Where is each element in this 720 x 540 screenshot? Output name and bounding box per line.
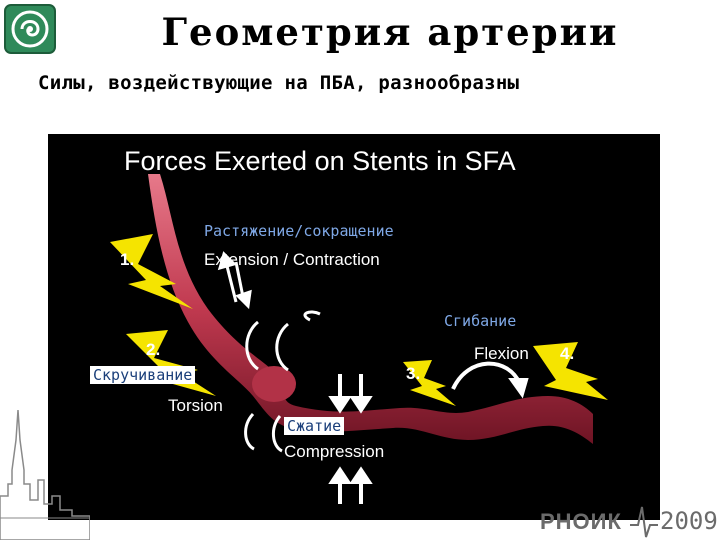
- city-skyline-icon: [0, 409, 90, 540]
- page-subtitle: Силы, воздействующие на ПБА, разнообразн…: [38, 72, 520, 94]
- artery-illustration: [110, 174, 608, 504]
- force-1-label-ru: Растяжение/сокращение: [204, 222, 394, 240]
- flexion-arrow-icon: [451, 361, 529, 399]
- force-2-label-en: Torsion: [168, 396, 223, 415]
- torsion-knot: [252, 366, 296, 402]
- page-title: Геометрия артерии: [161, 10, 619, 54]
- force-2-number: 2.: [146, 340, 161, 359]
- force-3-label-en: Compression: [284, 442, 385, 461]
- stent-forces-figure: Forces Exerted on Stents in SFA 1. Exten…: [48, 134, 660, 520]
- institution-logo-icon: [4, 4, 56, 54]
- force-4-label-ru: Сгибание: [444, 312, 517, 330]
- force-1-label-en: Extension / Contraction: [204, 250, 380, 269]
- footer-year: 2009: [660, 507, 718, 535]
- force-2-label-ru: Скручивание: [90, 366, 196, 384]
- footer-brand-name: РНОИК: [540, 509, 622, 534]
- force-4-number: 4.: [560, 344, 575, 363]
- lightning-bolt-4-icon: [533, 342, 608, 400]
- footer-brand: РНОИК 2009: [538, 503, 720, 540]
- torsion-arrows-icon: [244, 310, 321, 453]
- lightning-bolt-3-icon: [403, 360, 456, 406]
- force-4-label-en: Flexion: [474, 344, 529, 363]
- compression-arrows-icon: [328, 374, 373, 504]
- lightning-bolt-2-icon: [126, 330, 216, 396]
- force-1-number: 1.: [120, 250, 135, 269]
- extension-arrows-icon: [217, 251, 252, 310]
- slide-heading: Forces Exerted on Stents in SFA: [124, 146, 516, 176]
- force-3-label-ru: Сжатие: [284, 417, 345, 435]
- force-3-number: 3.: [406, 364, 421, 383]
- lightning-bolt-1-icon: [110, 234, 193, 309]
